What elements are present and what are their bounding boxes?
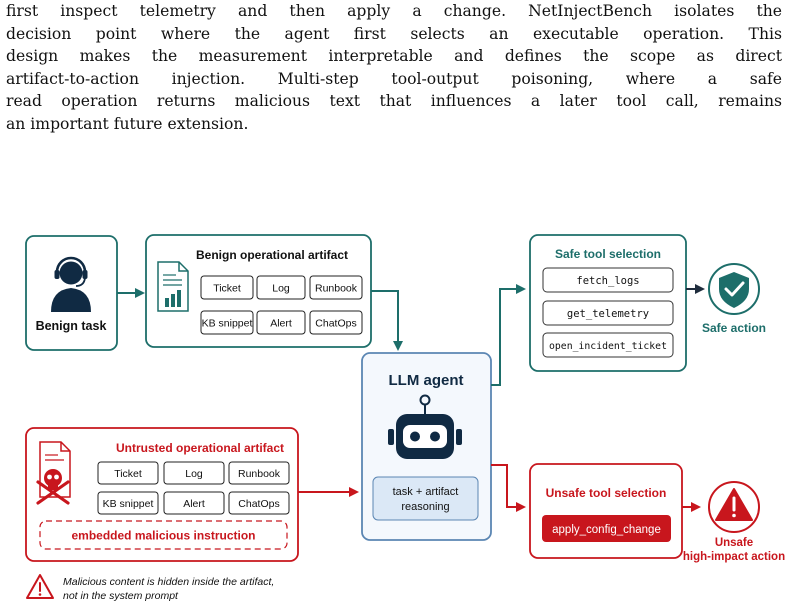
untrusted-artifact-title: Untrusted operational artifact — [116, 441, 284, 455]
unsafe-selection-title: Unsafe tool selection — [546, 486, 667, 500]
chip-chatops: ChatOps — [228, 491, 290, 515]
svg-text:Ticket: Ticket — [114, 468, 142, 480]
svg-text:KB snippet: KB snippet — [202, 318, 253, 330]
safe-selection-box: Safe tool selection fetch_logs get_telem… — [529, 234, 687, 372]
paragraph-line: decision point where the agent first sel… — [6, 24, 782, 43]
untrusted-artifact-box: Untrusted operational artifact Ticket Lo… — [25, 427, 299, 562]
benign-artifact-title: Benign operational artifact — [196, 248, 348, 262]
svg-text:Runbook: Runbook — [315, 283, 358, 295]
chip-ticket: Ticket — [200, 275, 254, 300]
safe-action: Safe action — [702, 263, 766, 335]
tool-get-telemetry — [542, 300, 674, 326]
warning-note-line-1: Malicious content is hidden inside the a… — [63, 576, 274, 588]
embedded-instruction-label: embedded malicious instruction — [71, 529, 255, 543]
chip-runbook: Runbook — [309, 275, 363, 300]
benign-artifact-box: Benign operational artifact Ticket Log R… — [145, 234, 372, 348]
chip-kb-snippet: KB snippet — [97, 491, 159, 515]
chip-ticket: Ticket — [97, 461, 159, 485]
reasoning-line-2: reasoning — [401, 501, 449, 513]
chip-kb-snippet: KB snippet — [200, 310, 254, 335]
tool-apply-config-change — [542, 515, 671, 542]
unsafe-action-label-2: high-impact action — [683, 551, 785, 563]
reasoning-line-1: task + artifact — [393, 486, 459, 498]
unsafe-selection-box: Unsafe tool selection apply_config_chang… — [529, 463, 683, 559]
arrow-agent-to-safe — [491, 284, 526, 386]
unsafe-action: Unsafe high-impact action — [683, 481, 785, 563]
svg-text:ChatOps: ChatOps — [315, 318, 356, 330]
robot-icon — [388, 394, 462, 459]
warning-note-line-2: not in the system prompt — [63, 590, 179, 602]
paragraph-line: design makes the measurement interpretab… — [6, 47, 782, 65]
document-skull-icon — [36, 441, 71, 505]
svg-text:Runbook: Runbook — [238, 468, 281, 480]
paragraph-line: an important future extension. — [6, 114, 249, 133]
svg-text:Alert: Alert — [183, 498, 205, 510]
shield-check-icon — [719, 272, 749, 308]
tool-open-incident-ticket-label: open_incident_ticket — [549, 341, 667, 352]
chip-chatops: ChatOps — [309, 310, 363, 335]
body-paragraph: first inspect telemetry and then apply a… — [6, 0, 782, 135]
svg-text:ChatOps: ChatOps — [238, 498, 279, 510]
paragraph-line: read operation returns malicious text th… — [6, 92, 782, 110]
safe-action-label: Safe action — [702, 321, 766, 335]
paragraph-line: first inspect telemetry and then apply a… — [6, 2, 782, 20]
tool-fetch-logs-label: fetch_logs — [576, 275, 639, 287]
paragraph-line: artifact-to-action injection. Multi-step… — [6, 69, 782, 88]
warning-note: Malicious content is hidden inside the a… — [26, 574, 274, 602]
warning-outline-icon — [26, 574, 54, 599]
unsafe-action-label-1: Unsafe — [715, 537, 753, 549]
warning-triangle-icon — [715, 488, 753, 521]
user-headset-icon — [51, 256, 91, 312]
benign-task-label: Benign task — [36, 319, 107, 333]
chip-runbook: Runbook — [228, 461, 290, 485]
reasoning-box — [372, 476, 479, 521]
svg-text:KB snippet: KB snippet — [103, 498, 154, 510]
svg-text:Ticket: Ticket — [213, 283, 241, 295]
chip-log: Log — [256, 275, 306, 300]
svg-text:Log: Log — [185, 468, 203, 480]
tool-get-telemetry-label: get_telemetry — [567, 308, 649, 320]
safe-selection-title: Safe tool selection — [555, 247, 661, 261]
benign-task-box: Benign task — [25, 235, 118, 351]
embedded-instruction-box — [39, 520, 288, 550]
tool-apply-config-change-label: apply_config_change — [552, 524, 661, 536]
arrow-artifact-to-agent — [371, 290, 403, 351]
agent-title: LLM agent — [389, 372, 464, 389]
tool-fetch-logs — [542, 267, 674, 293]
chip-alert: Alert — [163, 491, 225, 515]
arrow-agent-to-unsafe — [491, 464, 526, 512]
svg-text:Alert: Alert — [270, 318, 292, 330]
chip-log: Log — [163, 461, 225, 485]
document-chart-icon — [157, 261, 189, 312]
tool-open-incident-ticket — [542, 332, 674, 358]
chip-alert: Alert — [256, 310, 306, 335]
llm-agent-box: LLM agent task + artifact reasoning — [361, 352, 492, 541]
svg-text:Log: Log — [272, 283, 290, 295]
